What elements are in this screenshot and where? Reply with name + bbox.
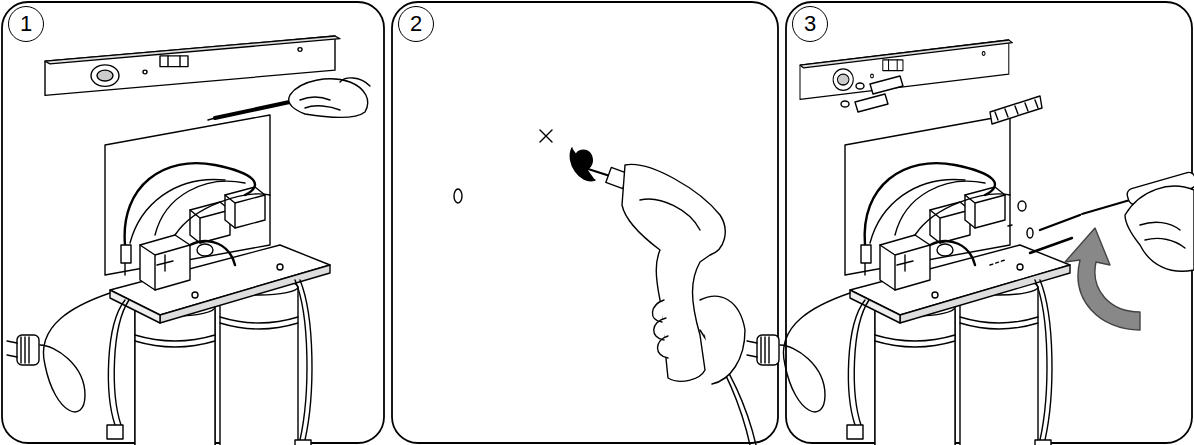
step-number: 3 <box>792 6 828 42</box>
step-number: 2 <box>398 6 434 42</box>
step-label: 2 <box>410 13 422 35</box>
hand-with-pencil <box>208 78 370 120</box>
wall-anchors <box>841 76 903 112</box>
step-label: 1 <box>20 13 32 35</box>
screws-and-washers <box>990 201 1080 265</box>
drill <box>570 148 756 445</box>
step-number: 1 <box>8 6 44 42</box>
spirit-level <box>800 40 1012 99</box>
spirit-level <box>45 36 340 95</box>
panel-frame <box>392 2 778 443</box>
drill-marks <box>454 130 552 203</box>
step-label: 3 <box>804 13 816 35</box>
filter-unit <box>747 115 1070 445</box>
rotation-arrow <box>1065 228 1140 330</box>
filter-unit <box>7 115 330 445</box>
wiring-connector <box>990 96 1042 124</box>
